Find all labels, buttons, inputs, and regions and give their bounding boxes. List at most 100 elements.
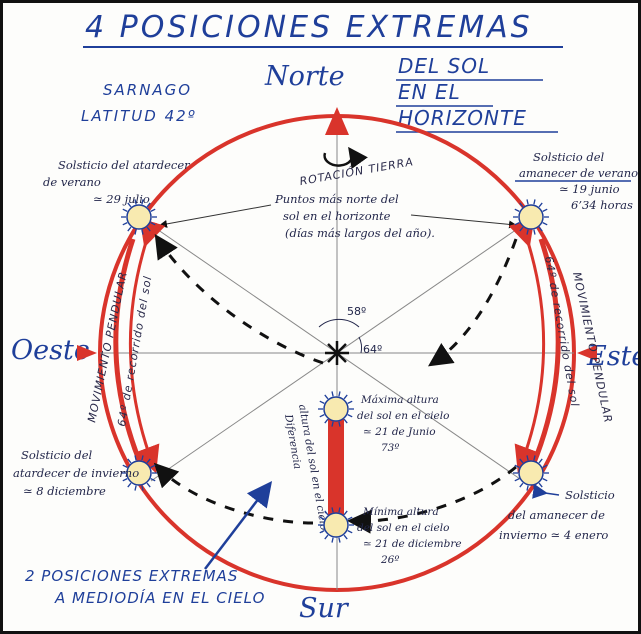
noon-min-line-4: 26º: [380, 554, 399, 566]
center-star-icon: [325, 341, 349, 365]
noon-min-line-2: del sol en el cielo: [357, 522, 449, 534]
sun-ray: [519, 482, 524, 488]
subtitle-line-1: DEL SOL: [398, 54, 490, 78]
sun-ray: [519, 458, 524, 464]
sun-ray: [122, 464, 128, 468]
sun-ray: [122, 208, 128, 212]
bottom-note-line-1: 2 POSICIONES EXTREMAS: [25, 567, 238, 585]
sun-ray: [542, 478, 548, 482]
center-note-pointer-east: [410, 214, 517, 229]
summer-sunset-line-1: Solsticio del atardecer: [58, 158, 191, 172]
sun-ray: [514, 464, 520, 468]
noon-max-line-2: del sol en el cielo: [357, 410, 449, 422]
sun-noon-min-icon: [318, 507, 354, 543]
summer-sunset-line-2: de verano: [43, 175, 101, 189]
sun-ray: [526, 485, 529, 491]
winter-sunset-line-1: Solsticio del: [21, 448, 93, 462]
sun-ray: [146, 202, 151, 208]
sun-ray: [134, 229, 137, 235]
sun-ray: [533, 455, 536, 461]
sun-ray: [122, 222, 128, 226]
sun-ray: [134, 199, 137, 205]
sun-ray: [338, 421, 341, 427]
summer-sunset-path: [154, 233, 324, 365]
center-note-pointer-west: [159, 204, 272, 228]
sun-ray: [141, 199, 144, 205]
sun-ray: [519, 202, 524, 208]
sun-winter-sunset-icon: [121, 455, 157, 491]
north-label: Norte: [264, 61, 345, 92]
bottom-note-line-2: A MEDIODÍA EN EL CIELO: [54, 588, 265, 607]
sun-ray: [324, 418, 329, 424]
sun-ray: [331, 507, 334, 513]
sun-ray: [146, 482, 151, 488]
sun-ray: [141, 485, 144, 491]
page-title: 4 POSICIONES EXTREMAS: [85, 10, 533, 45]
sun-ray: [150, 208, 156, 212]
sun-ray: [338, 537, 341, 543]
angle-arc-58: [318, 318, 360, 328]
sun-ray: [538, 458, 543, 464]
noon-min-line-3: ≃ 21 de diciembre: [363, 538, 462, 550]
sun-ray: [127, 202, 132, 208]
sun-ray: [331, 421, 334, 427]
winter-sunset-line-3: ≃ 8 diciembre: [23, 484, 106, 498]
winter-sunset-path: [153, 462, 314, 525]
sun-ray: [338, 507, 341, 513]
sun-ray: [324, 510, 329, 516]
angle-64-label: 64º: [363, 343, 382, 356]
summer-sunrise-line-1: Solsticio del: [533, 150, 605, 164]
sun-ray: [127, 226, 132, 232]
noon-max-line-1: Máxima altura: [360, 394, 439, 406]
sun-ray: [122, 478, 128, 482]
sun-ray: [150, 464, 156, 468]
center-note-line-2: sol en el horizonte: [283, 209, 391, 223]
winter-sunrise-line-3: invierno ≃ 4 enero: [499, 528, 608, 542]
sun-ray: [319, 516, 325, 520]
sun-ray: [324, 394, 329, 400]
sun-ray: [347, 530, 353, 534]
sun-ray: [347, 414, 353, 418]
sun-ray: [150, 478, 156, 482]
location-latitude: LATITUD 42º: [81, 107, 197, 125]
winter-sunrise-line-2: del amanecer de: [508, 508, 605, 522]
sun-ray: [533, 199, 536, 205]
sun-ray: [338, 391, 341, 397]
sun-ray: [134, 485, 137, 491]
center-note-line-3: (días más largos del año).: [285, 226, 435, 240]
summer-sunrise-path: [428, 238, 518, 367]
rotation-label: ROTACIÓN TIERRA: [299, 155, 415, 188]
summer-sunrise-line-2: amanecer de verano: [519, 166, 638, 180]
sun-summer-sunrise-icon: [513, 199, 549, 235]
noon-max-line-4: 73º: [381, 442, 399, 454]
noon-min-line-1: Mínima altura: [362, 506, 439, 518]
sun-ray: [519, 226, 524, 232]
sun-ray: [538, 482, 543, 488]
rotation-arrow-icon: [323, 146, 368, 170]
sun-ray: [526, 455, 529, 461]
center-note-line-1: Puntos más norte del: [274, 192, 399, 206]
sun-positions-diagram: 4 POSICIONES EXTREMAS DEL SOL EN EL HORI…: [11, 10, 638, 624]
sun-ray: [347, 400, 353, 404]
winter-sunset-line-2: atardecer de invierno: [13, 466, 139, 480]
sun-ray: [319, 530, 325, 534]
sun-ray: [146, 226, 151, 232]
noon-height-bar: [328, 415, 344, 519]
west-pendulum-arc-outer: [113, 238, 144, 466]
sun-ray: [343, 510, 348, 516]
sun-ray: [141, 229, 144, 235]
sun-ray: [538, 202, 543, 208]
sun-ray: [542, 208, 548, 212]
sun-summer-sunset-icon: [121, 199, 157, 235]
subtitle-line-3: HORIZONTE: [398, 106, 527, 130]
sun-ray: [134, 455, 137, 461]
sun-ray: [526, 229, 529, 235]
sun-ray: [347, 516, 353, 520]
bottom-note-arrow: [204, 481, 273, 570]
south-label: Sur: [299, 593, 350, 624]
sun-ray: [150, 222, 156, 226]
location-place: SARNAGO: [103, 81, 192, 99]
west-label: Oeste: [11, 335, 90, 366]
summer-sunset-line-3: ≃ 29 julio: [93, 192, 150, 206]
